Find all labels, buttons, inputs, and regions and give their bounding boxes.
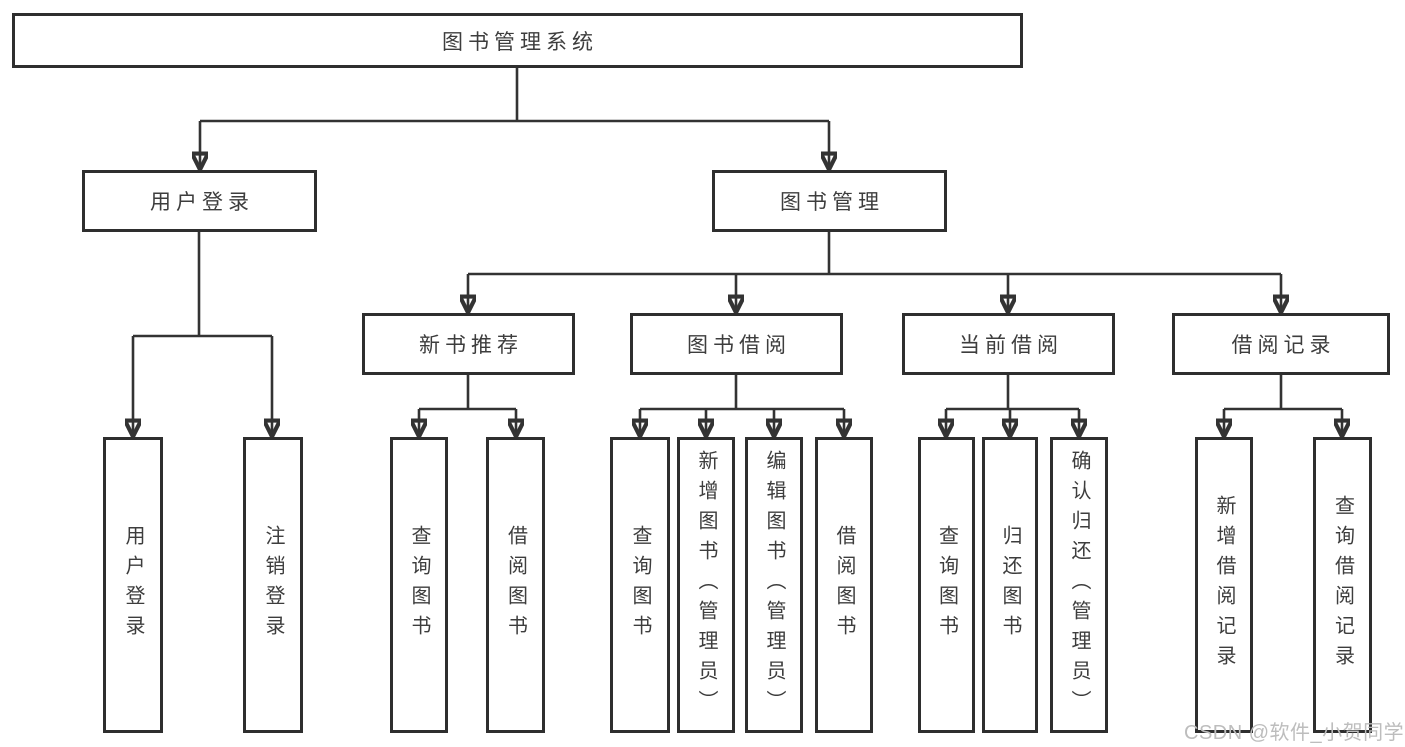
node-leaf-borrow-books-recommend: 借阅图书 — [486, 437, 545, 733]
node-label: 借阅图书 — [504, 525, 527, 645]
node-label: 借阅图书 — [833, 525, 855, 645]
node-leaf-return-books: 归还图书 — [982, 437, 1038, 733]
node-leaf-search-books-recommend: 查询图书 — [390, 437, 448, 733]
node-leaf-search-books-current: 查询图书 — [918, 437, 975, 733]
node-leaf-add-borrow-record: 新增借阅记录 — [1195, 437, 1253, 733]
node-leaf-search-books-borrowing: 查询图书 — [610, 437, 670, 733]
node-leaf-confirm-return-admin: 确认归还（管理员） — [1050, 437, 1108, 733]
node-label: 归还图书 — [999, 525, 1021, 645]
node-label: 图书借阅 — [687, 334, 791, 357]
node-leaf-edit-books-admin: 编辑图书（管理员） — [745, 437, 803, 733]
node-label: 确认归还（管理员） — [1068, 450, 1090, 720]
node-label: 图书管理系统 — [442, 30, 598, 54]
node-library-management-system: 图书管理系统 — [12, 13, 1023, 68]
node-label: 查询图书 — [935, 525, 958, 645]
watermark: CSDN @软件_小贺同学 — [1184, 722, 1405, 744]
node-label: 借阅记录 — [1231, 334, 1336, 357]
node-borrowing-records: 借阅记录 — [1172, 313, 1390, 375]
node-book-borrowing: 图书借阅 — [630, 313, 843, 375]
node-leaf-borrow-books: 借阅图书 — [815, 437, 873, 733]
node-leaf-add-books-admin: 新增图书（管理员） — [677, 437, 735, 733]
node-current-borrowing: 当前借阅 — [902, 313, 1115, 375]
node-label: 用户登录 — [150, 191, 254, 214]
node-user-login: 用户登录 — [82, 170, 317, 232]
node-label: 查询图书 — [629, 525, 651, 645]
node-label: 新书推荐 — [419, 334, 523, 357]
node-leaf-logout: 注销登录 — [243, 437, 303, 733]
node-label: 图书管理 — [780, 191, 884, 214]
node-label: 编辑图书（管理员） — [763, 450, 785, 720]
node-leaf-search-borrow-record: 查询借阅记录 — [1313, 437, 1372, 733]
node-label: 当前借阅 — [959, 334, 1063, 357]
node-label: 新增图书（管理员） — [695, 450, 717, 720]
node-leaf-user-login: 用户登录 — [103, 437, 163, 733]
node-label: 查询图书 — [408, 525, 430, 645]
node-book-management: 图书管理 — [712, 170, 947, 232]
node-label: 查询借阅记录 — [1331, 495, 1354, 675]
node-new-book-recommendation: 新书推荐 — [362, 313, 575, 375]
node-label: 用户登录 — [122, 525, 144, 645]
node-label: 新增借阅记录 — [1213, 495, 1235, 675]
node-label: 注销登录 — [262, 525, 284, 645]
